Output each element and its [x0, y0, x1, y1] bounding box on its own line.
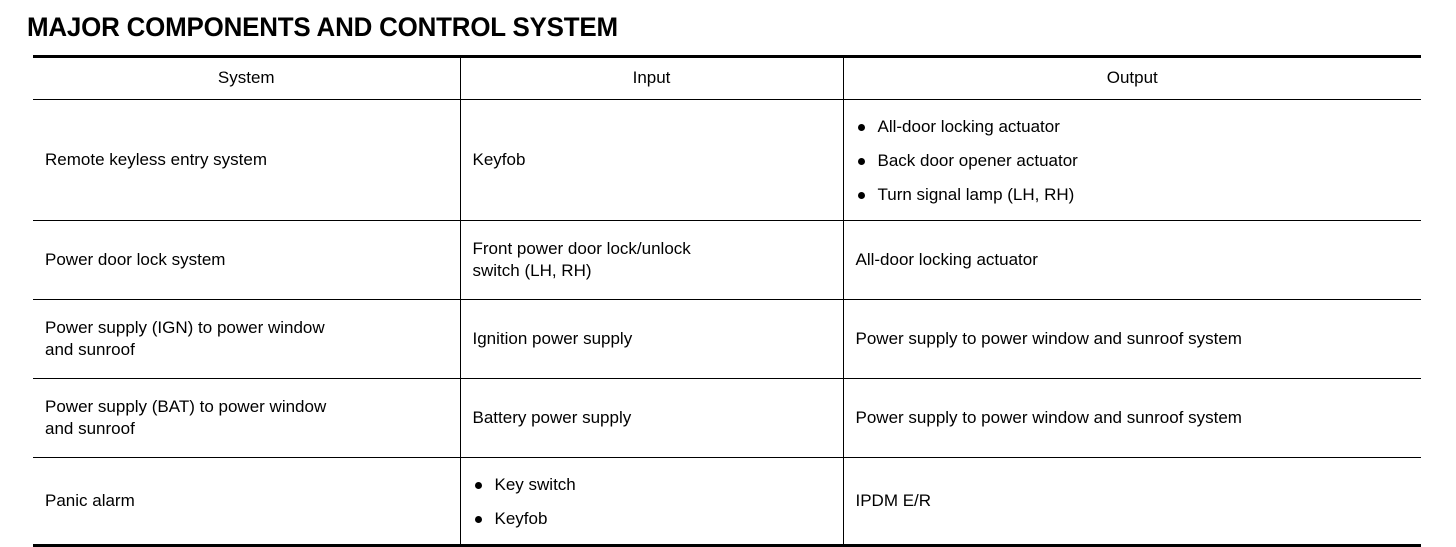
page-title: MAJOR COMPONENTS AND CONTROL SYSTEM — [27, 12, 618, 42]
bullet-icon — [857, 191, 865, 199]
system-label-line2: and sunroof — [45, 419, 135, 438]
major-components-table-wrapper: System Input Output Remote keyless entry… — [33, 55, 1421, 547]
input-label-line2: switch (LH, RH) — [472, 261, 592, 280]
cell-input: Front power door lock/unlock switch (LH,… — [459, 220, 843, 300]
cell-output: IPDM E/R — [842, 457, 1421, 547]
document-page: MAJOR COMPONENTS AND CONTROL SYSTEM Syst… — [27, 12, 1421, 547]
output-label: IPDM E/R — [855, 491, 932, 510]
list-item: Key switch — [473, 474, 831, 495]
list-item-label: Turn signal lamp (LH, RH) — [877, 184, 1075, 204]
bullet-icon — [474, 515, 482, 523]
list-item-label: Key switch — [494, 474, 576, 494]
cell-output: All-door locking actuator — [842, 220, 1421, 300]
cell-output: All-door locking actuator Back door open… — [842, 99, 1421, 221]
bullet-icon — [857, 157, 865, 165]
system-label-line1: Power supply (BAT) to power window — [45, 397, 327, 416]
column-header-system: System — [33, 55, 460, 100]
list-item-label: Keyfob — [494, 508, 548, 528]
table-row: Panic alarm Key switch Keyfob — [33, 457, 1421, 547]
table-row: Power supply (BAT) to power window and s… — [33, 378, 1421, 458]
cell-output: Power supply to power window and sunroof… — [842, 299, 1421, 379]
table-header: System Input Output — [33, 55, 1421, 100]
cell-system: Power door lock system — [33, 220, 460, 300]
system-label: Remote keyless entry system — [45, 150, 268, 169]
table-row: Power supply (IGN) to power window and s… — [33, 299, 1421, 379]
cell-system: Power supply (IGN) to power window and s… — [33, 299, 460, 379]
output-label: All-door locking actuator — [855, 250, 1038, 269]
input-label: Battery power supply — [472, 408, 632, 427]
cell-input: Keyfob — [459, 99, 843, 221]
major-components-table: System Input Output Remote keyless entry… — [33, 55, 1421, 547]
cell-input: Battery power supply — [459, 378, 843, 458]
system-label: Panic alarm — [45, 491, 135, 510]
input-bullet-list: Key switch Keyfob — [473, 474, 831, 529]
bullet-icon — [474, 481, 482, 489]
cell-output: Power supply to power window and sunroof… — [842, 378, 1421, 458]
table-body: Remote keyless entry system Keyfob All-d… — [33, 99, 1421, 547]
list-item: Turn signal lamp (LH, RH) — [856, 184, 1410, 205]
column-header-input: Input — [459, 55, 843, 100]
list-item: All-door locking actuator — [856, 116, 1410, 137]
bullet-icon — [857, 123, 865, 131]
list-item: Keyfob — [473, 508, 831, 529]
input-label-line1: Front power door lock/unlock — [472, 239, 691, 258]
output-label: Power supply to power window and sunroof… — [855, 408, 1242, 427]
cell-system: Remote keyless entry system — [33, 99, 460, 221]
list-item-label: Back door opener actuator — [877, 150, 1078, 170]
system-label: Power door lock system — [45, 250, 226, 269]
output-label: Power supply to power window and sunroof… — [855, 329, 1242, 348]
list-item: Back door opener actuator — [856, 150, 1410, 171]
system-label-line2: and sunroof — [45, 340, 135, 359]
cell-system: Panic alarm — [33, 457, 460, 547]
input-label: Ignition power supply — [472, 329, 633, 348]
table-row: Remote keyless entry system Keyfob All-d… — [33, 99, 1421, 221]
cell-input: Key switch Keyfob — [459, 457, 843, 547]
input-label: Keyfob — [472, 150, 526, 169]
list-item-label: All-door locking actuator — [877, 116, 1060, 136]
table-row: Power door lock system Front power door … — [33, 220, 1421, 300]
cell-input: Ignition power supply — [459, 299, 843, 379]
output-bullet-list: All-door locking actuator Back door open… — [856, 116, 1410, 205]
column-header-output: Output — [842, 55, 1421, 100]
cell-system: Power supply (BAT) to power window and s… — [33, 378, 460, 458]
system-label-line1: Power supply (IGN) to power window — [45, 318, 325, 337]
table-header-row: System Input Output — [33, 55, 1421, 100]
